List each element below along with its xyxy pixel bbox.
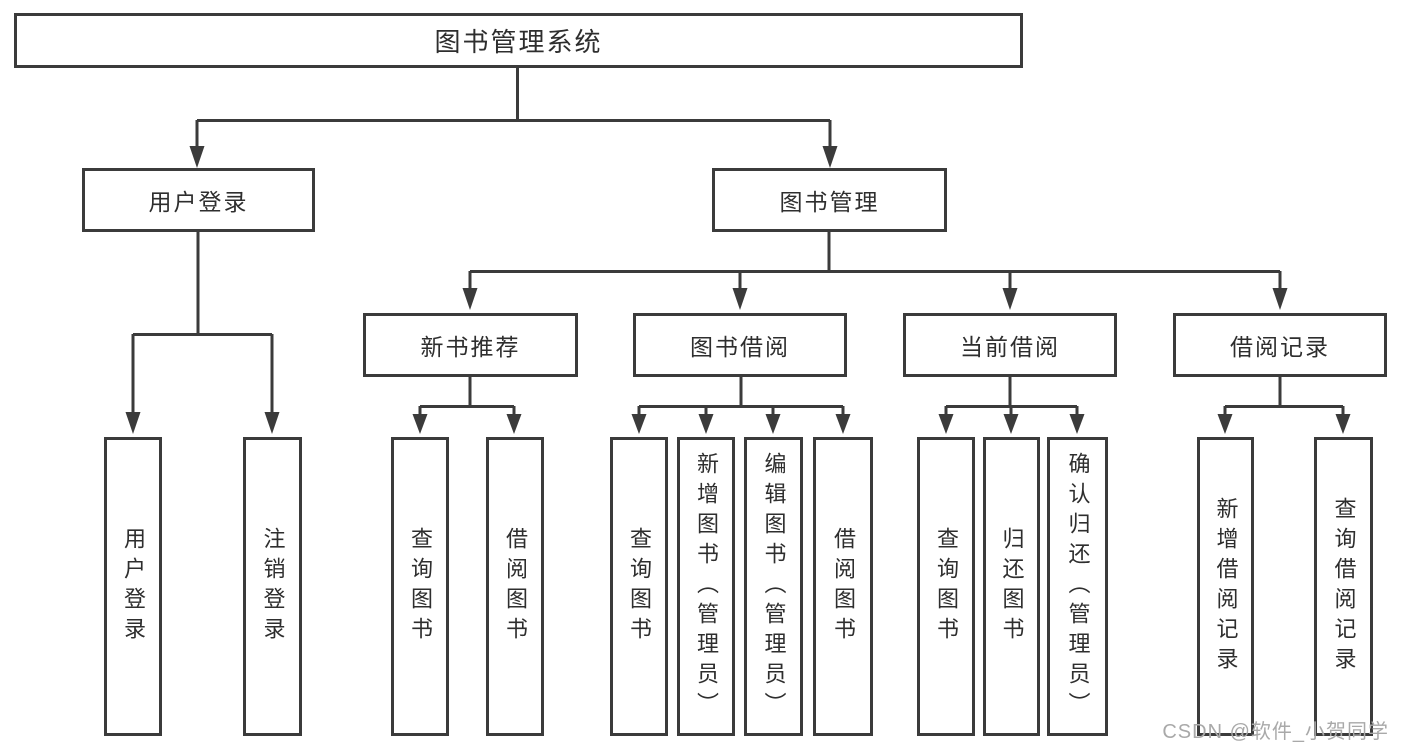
node-borrow-records-label: 借阅记录: [1230, 334, 1330, 360]
leaf-confirm-return-admin-label: 确认归还（管理员）: [1065, 451, 1091, 722]
leaf-query-book-current-label: 查询图书: [934, 526, 959, 647]
leaf-borrow-book: 借阅图书: [813, 437, 873, 736]
node-user-login: 用户登录: [82, 168, 315, 232]
node-current-borrow: 当前借阅: [903, 313, 1117, 377]
leaf-query-borrow-record-label: 查询借阅记录: [1331, 496, 1357, 677]
leaf-query-book-recommend: 查询图书: [391, 437, 449, 736]
root-node-label: 图书管理系统: [434, 27, 603, 57]
leaf-query-book-current: 查询图书: [917, 437, 975, 736]
node-new-book-recommend-label: 新书推荐: [420, 334, 521, 360]
leaf-logout-login: 注销登录: [243, 437, 302, 736]
leaf-borrow-book-recommend: 借阅图书: [486, 437, 544, 736]
leaf-add-book-admin-label: 新增图书（管理员）: [694, 451, 719, 722]
leaf-query-book-borrow: 查询图书: [610, 437, 668, 736]
node-book-management-label: 图书管理: [779, 189, 880, 215]
node-book-borrow-label: 图书借阅: [690, 334, 790, 360]
node-borrow-records: 借阅记录: [1173, 313, 1387, 377]
leaf-query-book-recommend-label: 查询图书: [408, 526, 433, 647]
csdn-watermark: CSDN @软件_小贺同学: [1162, 721, 1389, 743]
node-book-borrow: 图书借阅: [633, 313, 847, 377]
leaf-edit-book-admin: 编辑图书（管理员）: [744, 437, 803, 736]
node-current-borrow-label: 当前借阅: [960, 334, 1060, 360]
leaf-return-book: 归还图书: [983, 437, 1040, 736]
leaf-borrow-book-recommend-label: 借阅图书: [503, 526, 528, 647]
leaf-add-borrow-record-label: 新增借阅记录: [1213, 496, 1239, 677]
leaf-logout-login-label: 注销登录: [260, 526, 286, 647]
leaf-user-login: 用户登录: [104, 437, 162, 736]
leaf-add-borrow-record: 新增借阅记录: [1197, 437, 1254, 736]
root-node-library-system: 图书管理系统: [14, 13, 1023, 68]
node-book-management: 图书管理: [712, 168, 947, 232]
leaf-add-book-admin: 新增图书（管理员）: [677, 437, 735, 736]
leaf-query-borrow-record: 查询借阅记录: [1314, 437, 1373, 736]
leaf-edit-book-admin-label: 编辑图书（管理员）: [761, 451, 787, 722]
leaf-confirm-return-admin: 确认归还（管理员）: [1047, 437, 1108, 736]
node-new-book-recommend: 新书推荐: [363, 313, 578, 377]
leaf-query-book-borrow-label: 查询图书: [627, 526, 652, 647]
node-user-login-label: 用户登录: [148, 189, 249, 215]
leaf-user-login-label: 用户登录: [121, 526, 146, 647]
leaf-borrow-book-label: 借阅图书: [831, 526, 856, 647]
leaf-return-book-label: 归还图书: [999, 526, 1025, 647]
